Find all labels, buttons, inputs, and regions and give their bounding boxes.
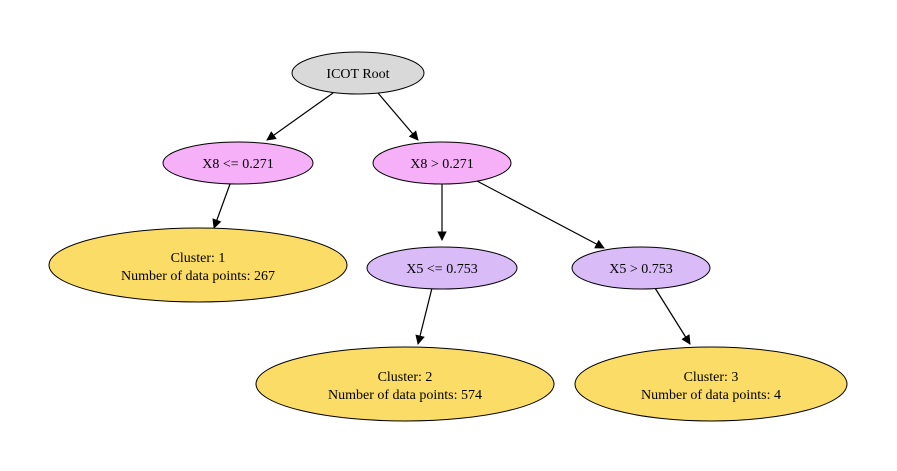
node-cluster2-shape: [255, 346, 555, 422]
node-x8-le: X8 <= 0.271: [162, 141, 314, 185]
node-x8-gt-label: X8 > 0.271: [410, 157, 474, 172]
edge-x5-gt-to-cluster3: [654, 287, 691, 345]
node-x8-gt-shape: [372, 141, 512, 185]
node-cluster3-shape: [574, 346, 848, 422]
node-root-label: ICOT Root: [326, 67, 389, 82]
edge-root-to-x8-gt: [377, 92, 419, 141]
node-x8-le-label: X8 <= 0.271: [202, 157, 273, 172]
edges: [212, 92, 691, 345]
node-x5-le-shape: [366, 246, 518, 290]
edge-x5-le-to-cluster2: [415, 287, 433, 345]
edge-x8-gt-to-x5-gt: [476, 180, 605, 249]
node-cluster1-shape: [48, 227, 348, 303]
node-cluster1-line2: Number of data points: 267: [121, 269, 275, 284]
node-x8-gt: X8 > 0.271: [372, 141, 512, 185]
node-cluster2: Cluster: 2 Number of data points: 574: [255, 346, 555, 422]
node-x5-gt-shape: [571, 246, 711, 290]
node-cluster3: Cluster: 3 Number of data points: 4: [574, 346, 848, 422]
node-cluster2-line2: Number of data points: 574: [328, 388, 482, 403]
node-cluster3-line1: Cluster: 3: [684, 370, 739, 385]
node-root-shape: [291, 51, 425, 95]
node-x5-le: X5 <= 0.753: [366, 246, 518, 290]
edge-x8-le-to-cluster1: [212, 183, 231, 229]
node-cluster3-line2: Number of data points: 4: [641, 388, 781, 403]
node-cluster2-line1: Cluster: 2: [378, 370, 433, 385]
node-root: ICOT Root: [291, 51, 425, 95]
node-cluster1: Cluster: 1 Number of data points: 267: [48, 227, 348, 303]
node-x8-le-shape: [162, 141, 314, 185]
node-cluster1-line1: Cluster: 1: [171, 251, 226, 266]
node-x5-gt: X5 > 0.753: [571, 246, 711, 290]
edge-root-to-x8-le: [266, 92, 334, 141]
node-x5-le-label: X5 <= 0.753: [406, 262, 477, 277]
node-x5-gt-label: X5 > 0.753: [609, 262, 673, 277]
